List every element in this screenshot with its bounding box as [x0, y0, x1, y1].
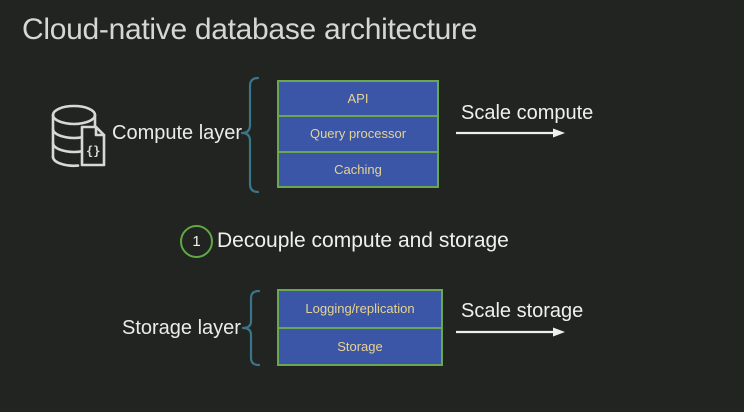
database-code-icon: {}	[50, 103, 110, 171]
storage-box-logging-replication: Logging/replication	[279, 291, 441, 327]
compute-box-api: API	[279, 82, 437, 116]
step-label: Decouple compute and storage	[217, 229, 509, 252]
code-brackets-glyph: {}	[86, 144, 100, 158]
storage-box-storage: Storage	[279, 326, 441, 364]
slide-title: Cloud-native database architecture	[22, 13, 478, 46]
scale-storage-arrow-icon	[455, 326, 567, 338]
step-number: 1	[192, 233, 201, 250]
compute-box-caching: Caching	[279, 150, 437, 186]
compute-box-query-processor: Query processor	[279, 115, 437, 151]
compute-brace	[238, 76, 262, 194]
compute-layer-label: Compute layer	[112, 121, 243, 144]
scale-compute-label: Scale compute	[461, 102, 594, 124]
scale-storage-label: Scale storage	[461, 300, 584, 322]
storage-brace	[239, 289, 263, 367]
storage-box-stack: Logging/replication Storage	[277, 289, 443, 366]
step-number-badge: 1	[180, 225, 213, 258]
compute-box-stack: API Query processor Caching	[277, 80, 439, 188]
storage-layer-label: Storage layer	[122, 316, 241, 339]
scale-compute-arrow-icon	[455, 127, 567, 139]
